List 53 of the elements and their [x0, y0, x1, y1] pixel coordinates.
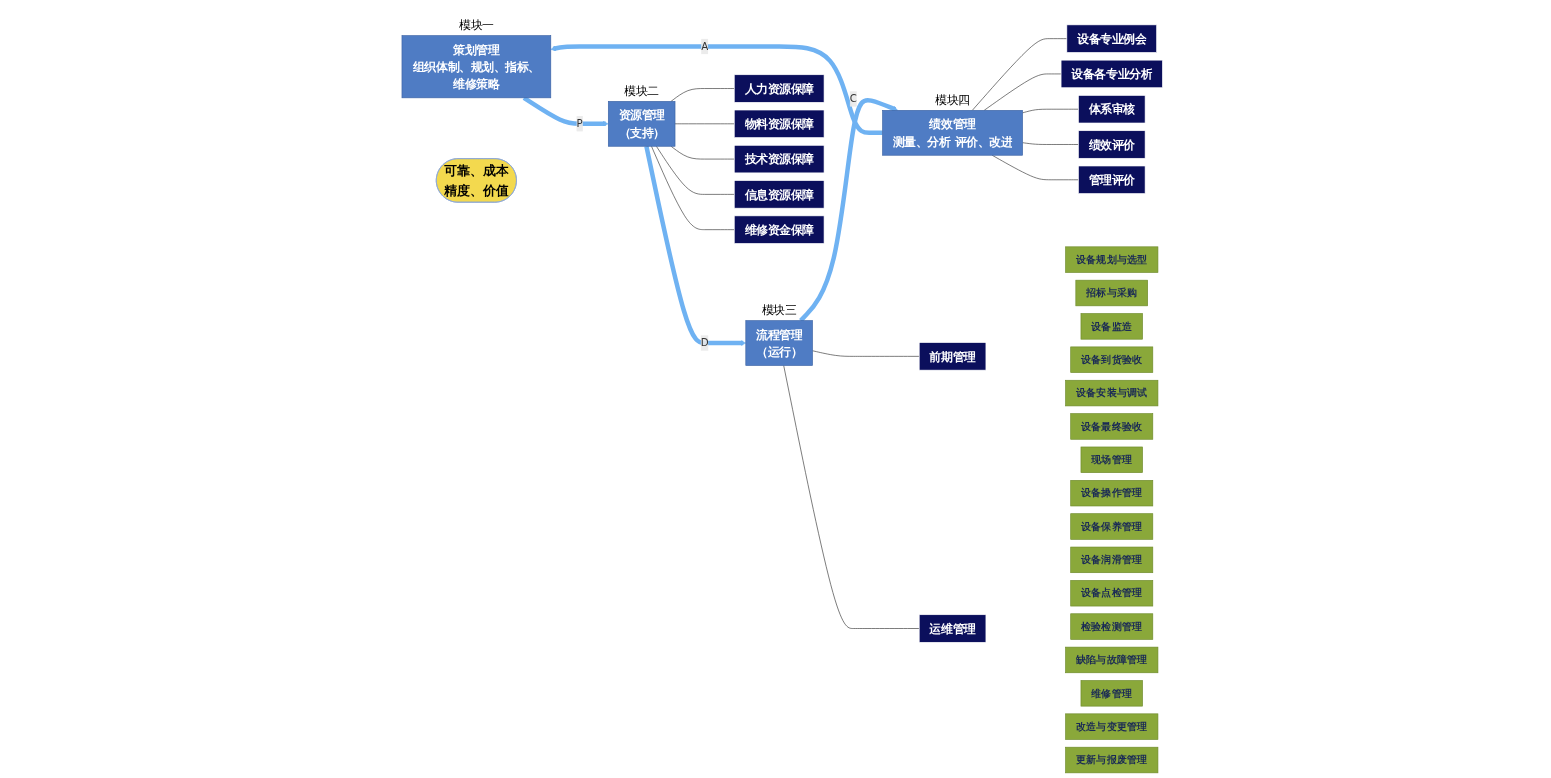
- node-label: 模块四: [934, 93, 970, 107]
- connector: [674, 123, 735, 125]
- connector: [670, 88, 735, 102]
- edge-label: A: [700, 40, 708, 53]
- node-box: 绩效评价: [1077, 130, 1146, 159]
- connector: [650, 145, 735, 230]
- node-box: 资源管理 （支持）: [607, 101, 676, 147]
- node-box: 设备点检管理: [1070, 580, 1153, 607]
- node-box: 维修资金保障: [733, 215, 825, 244]
- node-box: 运维管理: [918, 614, 986, 643]
- node-box: 设备监造: [1080, 313, 1143, 340]
- node-box: 改造与变更管理: [1064, 713, 1158, 740]
- connector: [670, 145, 735, 160]
- node-box: 技术资源保障: [733, 145, 825, 174]
- node-label: 模块一: [458, 18, 494, 32]
- node-box: 设备操作管理: [1070, 480, 1153, 507]
- edge-label: C: [849, 92, 857, 105]
- node-box: 设备到货验收: [1070, 346, 1153, 373]
- connector: [1021, 142, 1079, 145]
- connector: [991, 154, 1079, 181]
- node-box: 设备安装与调试: [1064, 379, 1158, 407]
- node-box: 物料资源保障: [733, 109, 825, 138]
- arrow: [643, 145, 746, 346]
- node-box: 维修管理: [1080, 680, 1143, 707]
- node-box: 设备保养管理: [1070, 513, 1153, 540]
- connector: [971, 38, 1067, 111]
- connector: [655, 145, 735, 195]
- node-label: 模块二: [624, 84, 659, 98]
- node-box: 人力资源保障: [733, 74, 825, 103]
- node-box: 设备规划与选型: [1064, 246, 1158, 273]
- node-box: 信息资源保障: [733, 180, 825, 209]
- connector: [983, 73, 1062, 111]
- node-box: 流程管理 （运行）: [745, 320, 813, 366]
- edge-label: D: [700, 336, 709, 349]
- node-box: 设备润滑管理: [1070, 546, 1153, 574]
- node-box: 现场管理: [1080, 446, 1143, 473]
- node-box: 前期管理: [918, 342, 986, 371]
- connector: [1021, 108, 1079, 114]
- node-box: 绩效管理 测量、分析 评价、改进: [881, 110, 1023, 156]
- node-box: 体系审核: [1077, 95, 1146, 124]
- node-box: 缺陷与故障管理: [1064, 646, 1158, 674]
- node-box: 更新与报废管理: [1064, 746, 1158, 774]
- node-box: 检验检测管理: [1070, 613, 1153, 640]
- connector: [811, 350, 920, 357]
- edge-label: P: [576, 117, 583, 130]
- node-box: 设备专业例会: [1066, 24, 1157, 53]
- connector: [783, 365, 920, 629]
- node-box: 策划管理 组织体制、规划、指标、维修策略: [401, 35, 551, 99]
- node-box: 管理评价: [1077, 165, 1146, 194]
- node-label: 模块三: [761, 303, 797, 317]
- node-box: 设备各专业分析: [1060, 59, 1163, 89]
- node-box: 设备最终验收: [1070, 413, 1153, 440]
- node-box: 招标与采购: [1075, 279, 1148, 307]
